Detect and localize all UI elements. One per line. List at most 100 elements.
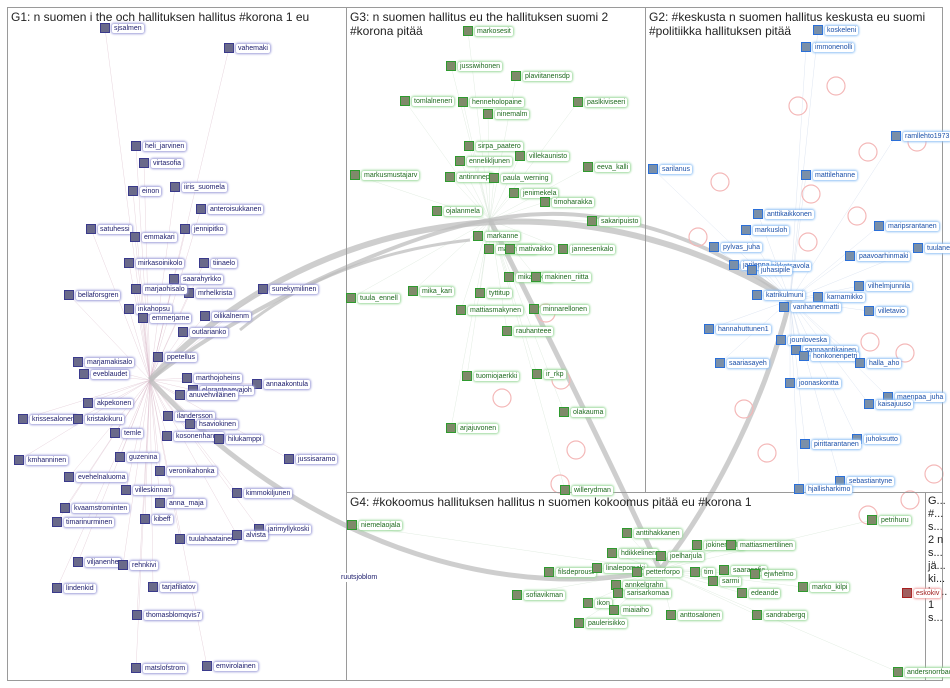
- graph-node[interactable]: thomasblomqvis7: [132, 609, 203, 621]
- graph-node[interactable]: lindenkid: [52, 582, 96, 594]
- graph-node[interactable]: mattiasmakynen: [456, 304, 523, 316]
- graph-node[interactable]: immonenolli: [801, 41, 855, 53]
- graph-node[interactable]: jannesenkalo: [558, 243, 616, 255]
- graph-node[interactable]: halla_aho: [855, 357, 902, 369]
- graph-node[interactable]: honkonenpetri: [799, 350, 860, 362]
- graph-node[interactable]: tarjafiliatov: [148, 581, 198, 593]
- graph-node[interactable]: anteroisukkanen: [196, 203, 264, 215]
- graph-node[interactable]: joonaskontta: [785, 377, 841, 389]
- graph-node[interactable]: paslkiviseeri: [573, 96, 628, 108]
- graph-node[interactable]: sannaantikainen: [791, 344, 858, 356]
- graph-node[interactable]: pylvas_juha: [709, 241, 762, 253]
- graph-node[interactable]: saariasayeh: [715, 357, 769, 369]
- graph-node[interactable]: sjsalmen: [100, 22, 144, 34]
- graph-node[interactable]: anttikaikkonen: [753, 208, 814, 220]
- graph-node[interactable]: timoharakka: [540, 196, 595, 208]
- graph-node[interactable]: anna_maja: [155, 497, 206, 509]
- graph-node[interactable]: iiris_suomela: [170, 181, 227, 193]
- graph-node[interactable]: tim: [690, 566, 716, 578]
- graph-node[interactable]: evehelnaluoma: [64, 471, 128, 483]
- graph-node[interactable]: kristakikuru: [73, 413, 125, 425]
- graph-node[interactable]: linalepomaki: [592, 562, 647, 574]
- graph-node[interactable]: anttihakkanen: [622, 527, 682, 539]
- graph-node[interactable]: jennipitko: [180, 223, 226, 235]
- graph-node[interactable]: einon: [128, 185, 162, 197]
- graph-node[interactable]: tuulaneni: [913, 242, 950, 254]
- graph-node[interactable]: paavoarhinmaki: [845, 250, 911, 262]
- graph-node[interactable]: plaviitanensdp: [511, 70, 572, 82]
- graph-node[interactable]: bellaforsgren: [64, 289, 121, 301]
- graph-node[interactable]: ir_rkp: [532, 368, 566, 380]
- graph-node[interactable]: ramllehto1973: [891, 130, 950, 142]
- graph-node[interactable]: markusmustajarv: [350, 169, 420, 181]
- graph-node[interactable]: timarinurminen: [52, 516, 115, 528]
- graph-node[interactable]: ilandersson: [163, 410, 215, 422]
- graph-node[interactable]: kmhanninen: [14, 454, 69, 466]
- graph-node[interactable]: emmerjarne: [138, 312, 192, 324]
- graph-node[interactable]: ejwhelmo: [750, 568, 796, 580]
- graph-node[interactable]: kaisajuuso: [864, 398, 914, 410]
- graph-node[interactable]: ennelikljunen: [455, 155, 512, 167]
- graph-node[interactable]: mativaikko: [505, 243, 555, 255]
- graph-node[interactable]: marthojoheins: [182, 372, 242, 384]
- graph-node[interactable]: filsdeproust: [544, 566, 596, 578]
- graph-node[interactable]: sarilanus: [648, 163, 693, 175]
- graph-node[interactable]: mattindman: [484, 243, 537, 255]
- graph-node[interactable]: villetavio: [864, 305, 907, 317]
- graph-node[interactable]: jounloveska: [776, 334, 829, 346]
- graph-node[interactable]: sarmi: [708, 575, 742, 587]
- graph-node[interactable]: paulerisikko: [574, 617, 627, 629]
- graph-node[interactable]: jussisaramo: [284, 453, 338, 465]
- graph-node[interactable]: maripsrantanen: [874, 220, 939, 232]
- graph-node[interactable]: arjajuvonen: [446, 422, 499, 434]
- graph-node[interactable]: vahemaki: [224, 42, 270, 54]
- graph-node[interactable]: ojalanmela: [432, 205, 482, 217]
- graph-node[interactable]: tuomiojaerkki: [462, 370, 520, 382]
- graph-node[interactable]: hsaviokinen: [185, 418, 238, 430]
- graph-node[interactable]: villeskinnari: [121, 484, 174, 496]
- graph-node[interactable]: alvista: [232, 529, 268, 541]
- graph-node[interactable]: kosonenhanna: [162, 430, 224, 442]
- graph-node[interactable]: hilukamppi: [214, 433, 264, 445]
- graph-node[interactable]: sarisarkomaa: [613, 587, 672, 599]
- graph-node[interactable]: mattilehanne: [801, 169, 858, 181]
- graph-node[interactable]: ppetellus: [153, 351, 198, 363]
- graph-node[interactable]: heli_jarvinen: [131, 140, 187, 152]
- graph-node[interactable]: eeva_kalli: [583, 161, 631, 173]
- graph-node[interactable]: marjamakisalo: [73, 356, 135, 368]
- graph-node[interactable]: saarasofie: [719, 564, 768, 576]
- graph-node[interactable]: petterforpo: [632, 566, 682, 578]
- graph-node[interactable]: anttosalonen: [666, 609, 723, 621]
- graph-node[interactable]: koskeleni: [813, 24, 859, 36]
- graph-node[interactable]: emvirolainen: [202, 660, 258, 672]
- graph-node[interactable]: virtasofia: [139, 157, 184, 169]
- graph-node[interactable]: niemelaojala: [347, 519, 403, 531]
- graph-node[interactable]: outlarianko: [178, 326, 229, 338]
- graph-node[interactable]: temle: [110, 427, 144, 439]
- graph-node[interactable]: minnarellonen: [529, 303, 589, 315]
- graph-node[interactable]: sakaripuisto: [587, 215, 641, 227]
- graph-node[interactable]: andersnorrback: [893, 666, 950, 678]
- graph-node[interactable]: ikon: [583, 597, 612, 609]
- graph-node[interactable]: sunekymilinen: [258, 283, 319, 295]
- graph-node[interactable]: veronikahonka: [155, 465, 217, 477]
- graph-node[interactable]: markosesit: [463, 25, 513, 37]
- graph-node[interactable]: henneholopaine: [458, 96, 524, 108]
- graph-node[interactable]: juhasipile: [747, 264, 793, 276]
- graph-node[interactable]: satuhessi: [86, 223, 132, 235]
- graph-node[interactable]: mika_kari: [408, 285, 454, 297]
- graph-node[interactable]: hdikkelinen: [607, 547, 659, 559]
- graph-node[interactable]: antinnnepl: [445, 171, 494, 183]
- graph-node[interactable]: emmakari: [130, 231, 177, 243]
- graph-node[interactable]: katrikulmuni: [752, 289, 806, 301]
- graph-node[interactable]: markanne: [473, 230, 521, 242]
- graph-node[interactable]: saarahyrkko: [169, 273, 224, 285]
- graph-node[interactable]: edeande: [737, 587, 781, 599]
- graph-node[interactable]: akpekonen: [83, 397, 134, 409]
- graph-node[interactable]: anuvehviläinen: [175, 389, 238, 401]
- graph-node[interactable]: petrihuru: [867, 514, 911, 526]
- graph-node[interactable]: matslofstrom: [131, 662, 188, 674]
- graph-node[interactable]: jokinenkalle: [692, 539, 745, 551]
- graph-node[interactable]: willerydman: [560, 484, 613, 496]
- graph-node[interactable]: marko_kilpi: [798, 581, 850, 593]
